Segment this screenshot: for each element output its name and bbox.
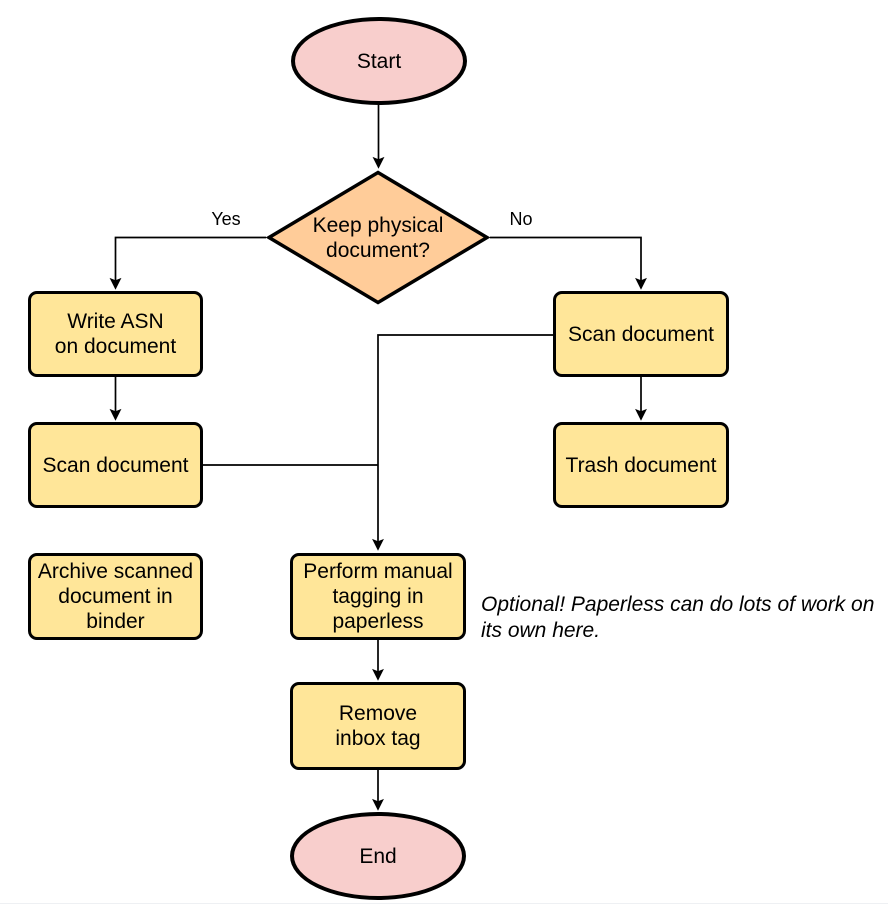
node-scan-document-left: Scan document (28, 422, 203, 508)
node-archive-binder: Archive scanned document in binder (28, 553, 203, 640)
edge-label-no: No (509, 209, 533, 229)
edge-decision-no-to-scan-right (490, 236, 647, 290)
node-manual-tagging: Perform manual tagging in paperless (290, 553, 466, 640)
edge-decision-yes-to-write-asn (109, 236, 266, 290)
node-scan-document-right: Scan document (553, 291, 729, 377)
node-start: Start (291, 17, 467, 105)
edge-scan-right-to-tagging (372, 334, 553, 551)
node-scan-document-right-label: Scan document (568, 322, 714, 346)
node-start-label: Start (356, 49, 402, 73)
node-write-asn-label: Write ASN on document (54, 310, 177, 358)
diamond-shape (266, 170, 490, 305)
node-write-asn: Write ASN on document (28, 291, 203, 377)
edge-label-yes: Yes (211, 209, 241, 229)
node-trash-document: Trash document (553, 422, 729, 508)
node-end-label: End (359, 844, 397, 868)
node-remove-inbox-tag-label: Remove inbox tag (335, 702, 421, 750)
page-bottom-divider (0, 903, 888, 904)
node-decision: Keep physical document? (266, 170, 490, 305)
optional-note: Optional! Paperless can do lots of work … (481, 593, 875, 642)
node-remove-inbox-tag: Remove inbox tag (290, 682, 466, 770)
node-manual-tagging-label: Perform manual tagging in paperless (303, 560, 453, 633)
node-decision-label: Keep physical document? (312, 213, 444, 262)
node-end: End (290, 812, 466, 900)
node-scan-document-left-label: Scan document (42, 453, 189, 477)
node-archive-binder-label: Archive scanned document in binder (37, 560, 194, 633)
node-trash-document-label: Trash document (565, 453, 717, 477)
